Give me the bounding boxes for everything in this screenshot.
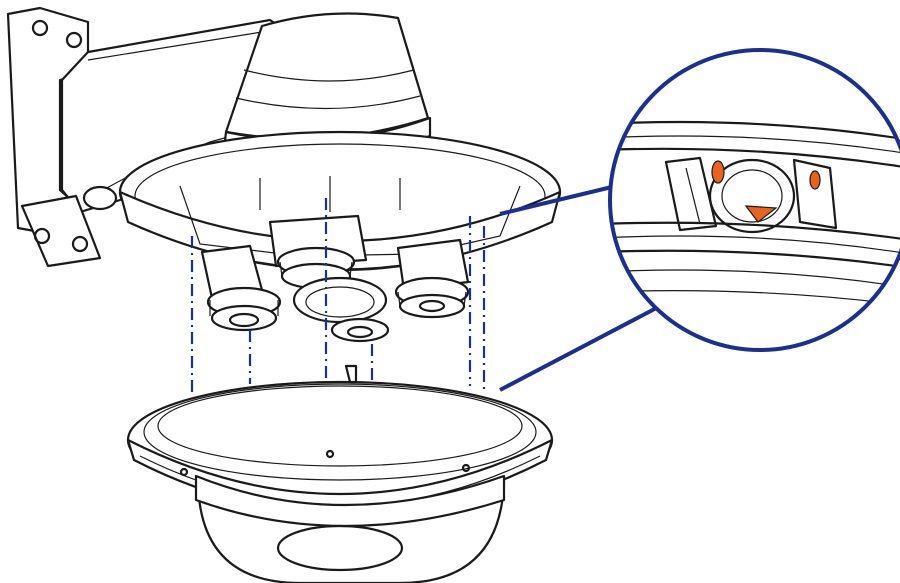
lens-module-left [200,244,282,332]
wall-mount-bracket [6,6,302,268]
lens-module-center-front [292,276,390,343]
magnifier-callout [499,48,900,392]
alignment-guides [190,198,486,394]
callout-leader-lower [499,302,665,392]
callout-leader-upper [499,184,617,216]
alignment-tab-marker-right [809,170,821,190]
magnified-detail [610,50,900,350]
alignment-arrow-marker [744,205,778,223]
lens-module-center-back [268,214,368,290]
alignment-tab-marker-left [711,160,725,184]
magnifier-circle [608,48,900,352]
dome-cover [126,364,554,583]
lens-modules [200,214,470,343]
lens-module-right [394,238,470,319]
